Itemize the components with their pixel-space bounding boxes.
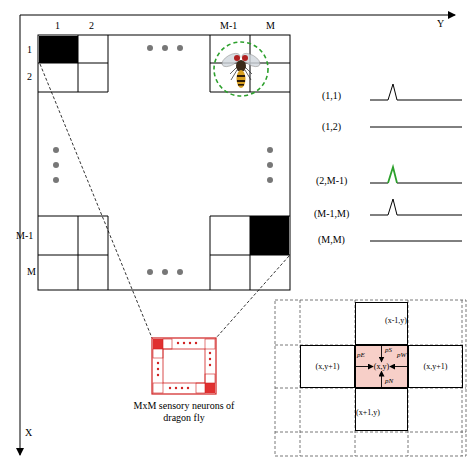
neighborhood-grid [275, 300, 466, 456]
axis-label: M [266, 21, 275, 31]
active-cell [250, 216, 289, 255]
detection-circle [214, 42, 268, 96]
green-spike [388, 167, 397, 183]
cell-coordinate: (x,y) [374, 363, 389, 371]
flux-arrow [390, 366, 408, 367]
flux-arrow [355, 366, 373, 367]
axis-label: (2,M-1) [316, 176, 347, 186]
neighbor-cell: (x,y+1) [300, 345, 355, 388]
axis-label: 2 [27, 72, 32, 82]
axis-label: Y [437, 19, 444, 29]
neighbor-cell: (x,y+1) [408, 345, 463, 388]
fly-illustration [214, 42, 268, 96]
cell-coordinate: (x+1,y) [356, 409, 380, 417]
flux-label: pN [385, 378, 393, 385]
spike-traces [370, 84, 462, 241]
flux-label: pW [397, 352, 406, 359]
neighbor-cell: (x+1,y) [355, 388, 408, 431]
axis-label: (1,1) [322, 91, 341, 101]
flux-label: pS [385, 347, 392, 354]
active-cell [39, 36, 78, 63]
axis-label: M-1 [220, 21, 237, 31]
flux-label: pE [357, 352, 365, 359]
axis-label: (M-1,M) [314, 209, 349, 219]
sensor-grid [38, 35, 290, 290]
axis-label: 1 [27, 45, 32, 55]
neuron-array [152, 338, 216, 394]
axis-label: (M,M) [318, 235, 345, 245]
flux-arrow [381, 345, 382, 362]
neighbor-cell: (x-1,y) [355, 302, 408, 345]
axis-label: M [27, 267, 36, 277]
cell-coordinate: (x,y+1) [316, 363, 340, 371]
axis-label: M-1 [16, 231, 33, 241]
flux-arrow [381, 372, 382, 389]
axis-label: 1 [55, 21, 60, 31]
zoom-lines [40, 64, 289, 338]
caption-label: MxM sensory neurons of dragon fly [124, 400, 244, 423]
axis-label: (1,2) [322, 122, 341, 132]
axis-label: 2 [89, 21, 94, 31]
y-axis [20, 15, 455, 16]
cell-coordinate: (x-1,y) [385, 317, 407, 325]
cell-coordinate: (x,y+1) [424, 363, 448, 371]
ellipsis-dots [53, 45, 273, 275]
axis-label: X [25, 428, 32, 438]
